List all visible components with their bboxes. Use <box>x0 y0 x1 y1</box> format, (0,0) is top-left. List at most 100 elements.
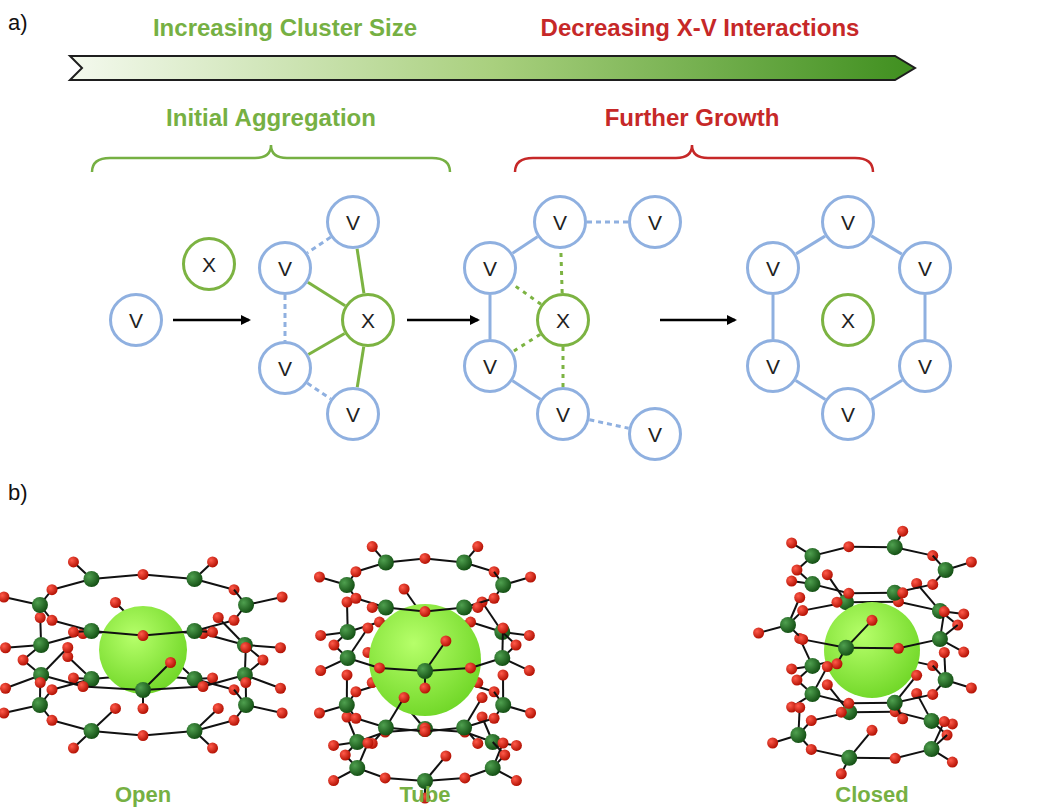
oxygen-atom <box>229 615 240 626</box>
oxygen-atom <box>897 526 908 537</box>
vanadium-atom <box>804 576 820 592</box>
oxygen-atom <box>165 657 176 668</box>
node-text: V <box>129 310 143 331</box>
red-brace <box>515 145 873 172</box>
oxygen-atom <box>367 541 378 552</box>
bond-line <box>513 334 540 351</box>
vanadium-atom <box>83 623 99 639</box>
node-text: V <box>841 404 855 425</box>
oxygen-atom <box>399 584 410 595</box>
vanadium-atom <box>456 720 472 736</box>
cluster-bond <box>83 687 143 690</box>
vanadium-atom <box>339 697 355 713</box>
oxygen-atom <box>257 655 268 666</box>
oxygen-atom <box>497 670 508 681</box>
bond-line <box>307 383 330 399</box>
vanadium-atom <box>187 571 203 587</box>
reaction-arrow <box>407 319 478 322</box>
bond-line <box>357 249 364 294</box>
vanadium-circle: V <box>533 195 587 249</box>
vanadium-atom <box>924 713 940 729</box>
vanadium-circle: V <box>821 387 875 441</box>
vanadium-circle: V <box>326 195 380 249</box>
oxygen-atom <box>797 605 808 616</box>
oxygen-atom <box>867 615 878 626</box>
vanadium-atom <box>33 637 49 653</box>
vanadium-atom <box>135 682 151 698</box>
oxygen-atom <box>420 553 431 564</box>
vanadium-atom <box>456 554 472 570</box>
oxygen-atom <box>138 569 149 580</box>
oxygen-atom <box>440 636 451 647</box>
oxygen-atom <box>499 750 510 761</box>
vanadium-circle: V <box>628 407 682 461</box>
oxygen-atom <box>822 661 833 672</box>
oxygen-atom <box>958 647 969 658</box>
oxygen-atom <box>966 557 977 568</box>
oxygen-atom <box>511 640 522 651</box>
node-text: V <box>483 356 497 377</box>
oxygen-atom <box>525 708 536 719</box>
panel-label: a) <box>8 10 28 36</box>
structure-label: Open <box>115 782 171 808</box>
oxygen-atom <box>489 713 500 724</box>
oxygen-atom <box>806 744 817 755</box>
oxygen-atom <box>46 684 57 695</box>
trend-label: Increasing Cluster Size <box>153 14 417 42</box>
oxygen-atom <box>328 775 339 786</box>
bond-line <box>772 295 775 339</box>
oxygen-atom <box>897 713 908 724</box>
oxygen-atom <box>240 642 251 653</box>
vanadium-atom <box>187 723 203 739</box>
cluster-bond <box>143 687 203 690</box>
vanadium-atom <box>938 562 954 578</box>
vanadium-atom <box>378 720 394 736</box>
oxygen-atom <box>138 630 149 641</box>
reaction-arrow <box>660 319 735 322</box>
oxygen-atom <box>497 623 508 634</box>
bond-line <box>924 295 927 339</box>
node-text: V <box>346 404 360 425</box>
guest-sphere <box>824 602 920 698</box>
oxygen-atom <box>315 665 326 676</box>
vanadium-circle: V <box>898 339 952 393</box>
vanadium-atom <box>340 650 356 666</box>
oxygen-atom <box>277 592 288 603</box>
oxygen-atom <box>791 565 802 576</box>
oxygen-atom <box>472 541 483 552</box>
oxygen-atom <box>794 592 805 603</box>
oxygen-atom <box>791 675 802 686</box>
bond-line <box>512 284 541 305</box>
vanadium-atom <box>804 658 820 674</box>
structure-label: Tube <box>400 782 451 808</box>
oxygen-atom <box>786 576 797 587</box>
oxygen-atom <box>315 630 326 641</box>
vanadium-atom <box>804 686 820 702</box>
oxygen-atom <box>489 593 500 604</box>
guest-sphere <box>369 604 481 716</box>
vanadium-atom <box>378 600 394 616</box>
oxygen-atom <box>472 602 483 613</box>
oxygen-atom <box>62 642 73 653</box>
oxygen-atom <box>275 642 286 653</box>
bond-line <box>513 381 541 399</box>
oxygen-atom <box>836 768 847 779</box>
vanadium-atom <box>932 631 948 647</box>
oxygen-atom <box>78 681 89 692</box>
oxygen-atom <box>831 597 842 608</box>
guest-circle: X <box>821 293 875 347</box>
node-text: V <box>278 358 292 379</box>
node-text: X <box>361 310 375 331</box>
stage-label: Initial Aggregation <box>166 104 376 132</box>
vanadium-atom <box>938 672 954 688</box>
vanadium-atom <box>841 750 857 766</box>
oxygen-atom <box>420 683 431 694</box>
oxygen-atom <box>822 679 833 690</box>
oxygen-atom <box>0 683 11 694</box>
oxygen-atom <box>890 753 901 764</box>
oxygen-atom <box>229 715 240 726</box>
bond-line <box>513 237 538 253</box>
vanadium-atom <box>32 697 48 713</box>
